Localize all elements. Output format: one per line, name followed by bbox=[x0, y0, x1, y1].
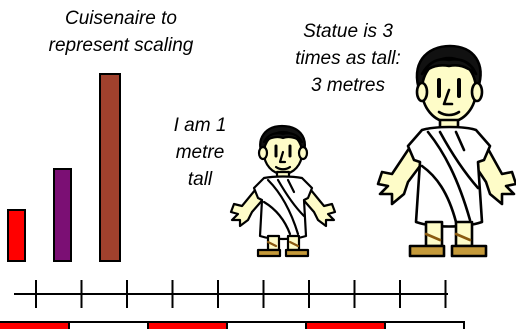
scale-segment-red bbox=[0, 321, 70, 329]
scale-segment-white bbox=[68, 321, 149, 329]
cuisenaire-rod-medium bbox=[53, 168, 72, 262]
caption-statue-line: Statue is 3 bbox=[303, 21, 393, 42]
caption-man: I am 1 metre tall bbox=[158, 112, 242, 193]
caption-man-line: tall bbox=[187, 169, 213, 190]
caption-man-line: I am 1 bbox=[173, 115, 227, 136]
caption-statue-line: times as tall: bbox=[295, 48, 401, 69]
cuisenaire-rod-large bbox=[99, 73, 121, 262]
roman-toga-statue-icon bbox=[376, 44, 516, 258]
scale-segments bbox=[0, 321, 465, 329]
caption-cuisenaire-line: represent scaling bbox=[48, 35, 194, 56]
caption-cuisenaire: Cuisenaire to represent scaling bbox=[36, 5, 206, 59]
scale-segment-red bbox=[305, 321, 386, 329]
caption-cuisenaire-line: Cuisenaire to bbox=[65, 8, 177, 29]
cuisenaire-rod-small bbox=[7, 209, 26, 262]
caption-statue: Statue is 3 times as tall: 3 metres bbox=[268, 18, 428, 99]
roman-toga-man-icon bbox=[229, 124, 337, 258]
scale-ticks bbox=[35, 280, 447, 308]
scale-segment-red bbox=[147, 321, 228, 329]
caption-man-line: metre bbox=[175, 142, 225, 163]
measurement-scale bbox=[0, 280, 465, 329]
caption-statue-line: 3 metres bbox=[311, 75, 385, 96]
scale-segment-white bbox=[384, 321, 465, 329]
scale-segment-white bbox=[226, 321, 307, 329]
